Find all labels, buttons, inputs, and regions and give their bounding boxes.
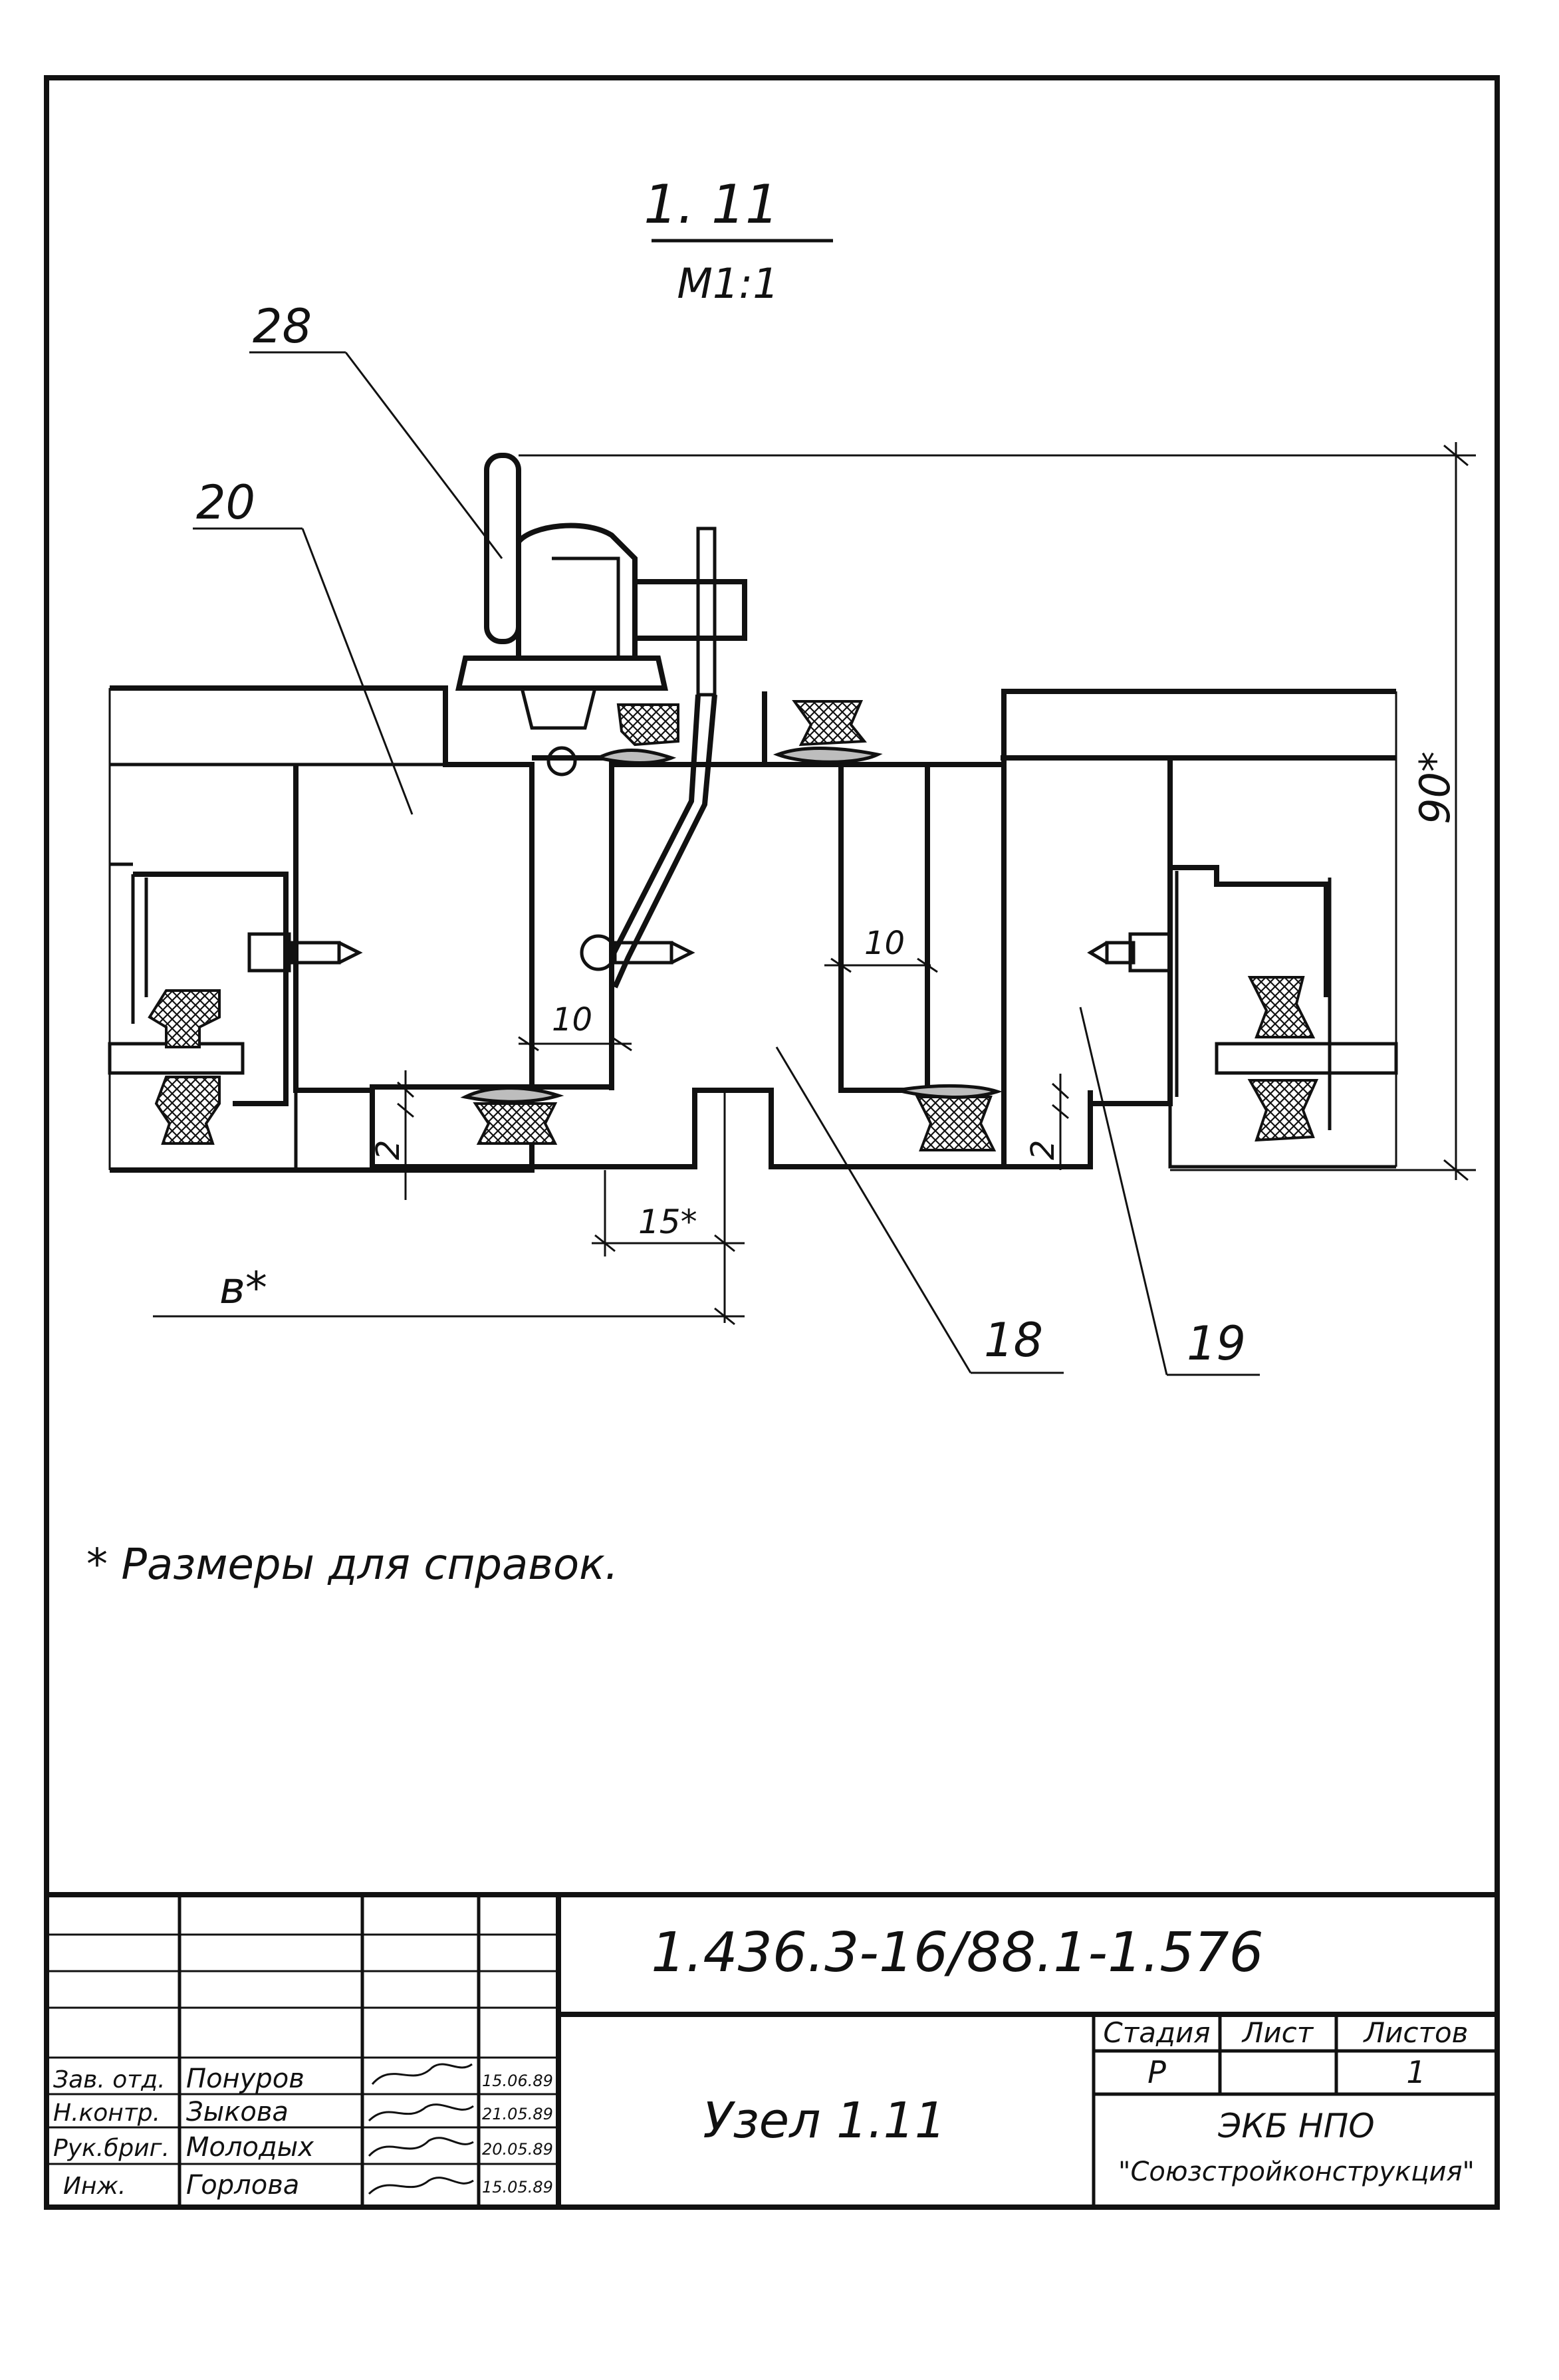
document-number: 1.436.3-16/88.1-1.576 [651,1921,1263,1984]
title-block: 1.436.3-16/88.1-1.576 Узел 1.11 Стадия Л… [44,1892,1500,2210]
callout-28-number: 28 [253,299,312,354]
row-role: Зав. отд. [53,2066,166,2093]
signature-mark [368,2177,474,2195]
reference-note: * Размеры для справок. [86,1540,618,1590]
callout-19-number: 19 [1187,1316,1246,1371]
dim-15-label: 15* [638,1203,697,1241]
callout-18-number: 18 [984,1313,1043,1368]
profile-20 [293,755,614,1093]
dim-2-left: 2 [370,1070,415,1200]
seal-center-top [616,703,679,747]
dim-15: 15* [592,1090,745,1323]
dim-90-label: 90* [1411,751,1459,824]
org-line-2: "Союзстройконструкция" [1118,2157,1475,2187]
signature-mark [368,2103,474,2122]
seal-far-right-bottom [1247,1079,1319,1142]
signature-mark [368,2137,474,2157]
screw-left [247,932,363,973]
dim-2-right: 2 [1024,1074,1070,1170]
dim-10-right: 10 [824,925,938,973]
sheets-value: 1 [1406,2054,1425,2090]
dim-90: 90* [519,442,1476,1181]
seal-right-bottom [915,1096,997,1151]
row-role: Н.контр. [53,2099,160,2127]
callout-20-number: 20 [196,475,255,530]
scale-label: M1:1 [677,259,779,308]
node-title: 1. 11 [644,174,779,235]
dim-10-left: 10 [518,1001,632,1052]
dim-2-left-label: 2 [370,1139,407,1160]
org-line-1: ЭКБ НПО [1217,2107,1374,2145]
node-name: Узел 1.11 [703,2092,946,2149]
signature-row: Рук.бриг. Молодых 20.05.89 [53,2132,553,2163]
header-stage: Стадия [1103,2016,1210,2049]
row-name: Горлова [186,2170,299,2201]
profile-19 [762,691,930,1093]
dim-b-label: в* [219,1262,267,1314]
seal-right-top [792,700,867,747]
central-web [609,762,765,1090]
row-role: Инж. [63,2173,126,2200]
callout-28: 28 [249,299,503,559]
row-date: 15.05.89 [482,2178,553,2197]
profile-18-bottom [370,1088,1093,1169]
signature-mark [371,2063,473,2085]
signature-row: Зав. отд. Понуров 15.06.89 [53,2063,553,2094]
callout-19: 19 [1079,1007,1260,1376]
seal-left-bottom [154,1076,221,1145]
row-name: Зыкова [186,2097,289,2127]
seal-left-top [148,989,221,1048]
header-sheet: Лист [1241,2016,1314,2049]
callout-20: 20 [193,475,414,815]
handle-28 [455,453,747,989]
seal-center-bottom [473,1102,558,1145]
signature-row: Н.контр. Зыкова 21.05.89 [53,2097,553,2127]
profile-left-outer [110,685,535,1173]
row-role: Рук.бриг. [53,2135,170,2162]
glass-right [1215,1042,1398,1075]
row-date: 21.05.89 [482,2105,553,2123]
dim-2-right-label: 2 [1024,1139,1062,1160]
row-name: Молодых [186,2132,314,2163]
row-date: 20.05.89 [482,2140,553,2159]
dim-10-left-label: 10 [552,1001,592,1038]
callout-18: 18 [775,1046,1064,1374]
dim-b: в* [153,1262,745,1326]
node-assembly [108,453,1398,1173]
row-date: 15.06.89 [482,2072,553,2090]
dim-10-right-label: 10 [864,925,905,962]
seal-far-right-top [1247,976,1316,1038]
screw-right [1087,932,1172,973]
stage-value: Р [1147,2054,1166,2090]
row-name: Понуров [186,2064,304,2094]
signature-row: Инж. Горлова 15.05.89 [63,2170,553,2201]
header-sheets: Листов [1363,2016,1469,2049]
